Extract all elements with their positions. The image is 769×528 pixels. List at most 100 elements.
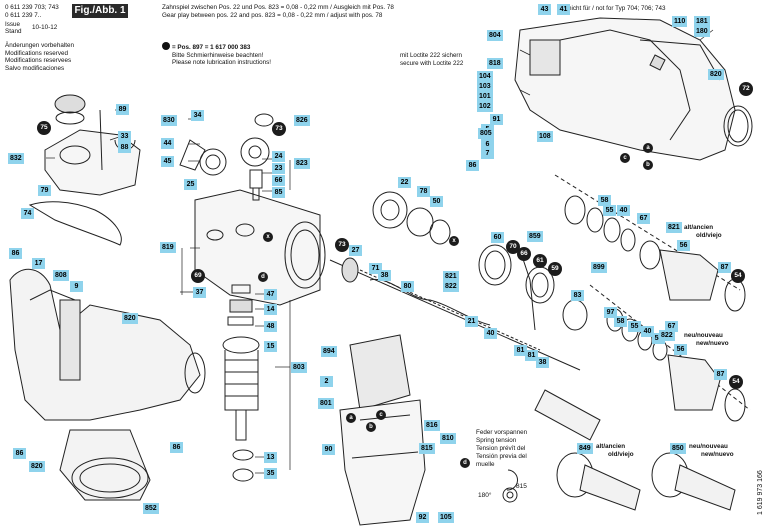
part-label: 13 (264, 452, 277, 463)
part-label: 15 (264, 341, 277, 352)
main-housing-left (9, 268, 206, 501)
part-label: 105 (438, 512, 454, 523)
ref-circle: 59 (548, 262, 562, 276)
part-label: 37 (193, 287, 206, 298)
part-label: 819 (160, 242, 176, 253)
part-label: 21 (465, 316, 478, 327)
part-label: 45 (161, 156, 174, 167)
spring-symbol (502, 469, 518, 503)
lubrication-en: Please note lubrication instructions! (172, 59, 272, 67)
loctite-note: mit Loctite 222 sichern secure with Loct… (400, 52, 463, 67)
gear-play-en: Gear play between pos. 22 and pos. 823 =… (162, 12, 383, 19)
intermediate-housing (194, 189, 326, 306)
ref-circle: 75 (37, 121, 51, 135)
ref-circle: 54 (729, 375, 743, 389)
part-label: 101 (477, 91, 493, 102)
spring-ref: 815 (516, 483, 527, 490)
part-label: 25 (184, 179, 197, 190)
spring-note-de: Feder vorspannen (476, 429, 528, 436)
ref-circle: 54 (731, 269, 745, 283)
part-label: 41 (557, 4, 570, 15)
part-label: 810 (440, 433, 456, 444)
part-label: 44 (161, 138, 174, 149)
part-label: 852 (143, 503, 159, 514)
part-label: 58 (598, 195, 611, 206)
part-label: 830 (161, 115, 177, 126)
part-label: 801 (318, 398, 334, 409)
part-label: 83 (571, 290, 584, 301)
part-label: 86 (9, 248, 22, 259)
part-label: 87 (718, 262, 731, 273)
spring-note-es2: muelle (476, 461, 495, 468)
part-label: 86 (170, 442, 183, 453)
part-label: 33 (118, 131, 131, 142)
part-label: 816 (424, 420, 440, 431)
ref-circle: 61 (533, 254, 547, 268)
part-label: 92 (416, 512, 429, 523)
note-fr: Modifications reservees (5, 57, 72, 65)
ref-marker: b (366, 422, 376, 432)
part-label: 78 (417, 186, 430, 197)
part-label: 35 (264, 468, 277, 479)
part-label: 14 (264, 304, 277, 315)
part-label: 48 (264, 321, 277, 332)
gear-set (179, 113, 451, 245)
part-label: 820 (708, 69, 724, 80)
part-label: 50 (430, 196, 443, 207)
lubrication-de: Bitte Schmierhinweise beachten! (172, 51, 264, 59)
part-label: 104 (477, 71, 493, 82)
ref-marker: c (620, 153, 630, 163)
part-label: 43 (538, 4, 551, 15)
part-label: 17 (32, 258, 45, 269)
part-label: 808 (53, 270, 69, 281)
part-label: 55 (628, 321, 641, 332)
part-label: 67 (665, 321, 678, 332)
part-label: 822 (659, 330, 675, 341)
ref-marker: a (346, 413, 356, 423)
part-label: 80 (401, 281, 414, 292)
doc-number-2: 0 611 239 7.. (5, 11, 42, 19)
part-label: 91 (490, 114, 503, 125)
part-label: 9 (70, 281, 83, 292)
part-label: 55 (603, 205, 616, 216)
part-label: 56 (677, 240, 690, 251)
part-label: 87 (714, 369, 727, 380)
field-housing (339, 334, 426, 526)
part-label: 818 (487, 58, 503, 69)
stand-label: Stand (5, 28, 22, 35)
motor-housing-top (514, 17, 753, 161)
ref-marker: x (263, 232, 273, 242)
part-label: 826 (294, 115, 310, 126)
part-label: 815 (419, 443, 435, 454)
part-label: 27 (349, 245, 362, 256)
ref-circle: 73 (272, 122, 286, 136)
spring-note-en: Spring tension (476, 437, 517, 444)
doc-number-1: 0 611 239 703; 743 (5, 4, 59, 11)
gear-play-de: Zahnspiel zwischen Pos. 22 und Pos. 823 … (162, 4, 394, 11)
part-label: 110 (672, 16, 688, 27)
part-label: 53 (652, 333, 665, 344)
spring-angle: 180° (478, 491, 492, 499)
part-label: 2 (320, 376, 333, 387)
loctite-de: mit Loctite 222 sichern (400, 52, 462, 59)
part-label: 38 (536, 357, 549, 368)
part-label: 820 (29, 461, 45, 472)
part-label: 899 (591, 262, 607, 273)
issue-label: Issue (5, 21, 21, 28)
part-label: 821 (443, 271, 459, 282)
part-label: 108 (537, 131, 553, 142)
ref-circle: 69 (191, 269, 205, 283)
part-label: 81 (514, 345, 527, 356)
part-label: 67 (637, 213, 650, 224)
part-label: 803 (291, 362, 307, 373)
part-label: 40 (484, 328, 497, 339)
part-label: 23 (272, 163, 285, 174)
part-label: 97 (604, 307, 617, 318)
part-label: 66 (272, 175, 285, 186)
part-label: 38 (378, 270, 391, 281)
part-label: 86 (13, 448, 26, 459)
lubrication-pos: = Pos. 897 = 1 617 000 383 (172, 44, 251, 51)
